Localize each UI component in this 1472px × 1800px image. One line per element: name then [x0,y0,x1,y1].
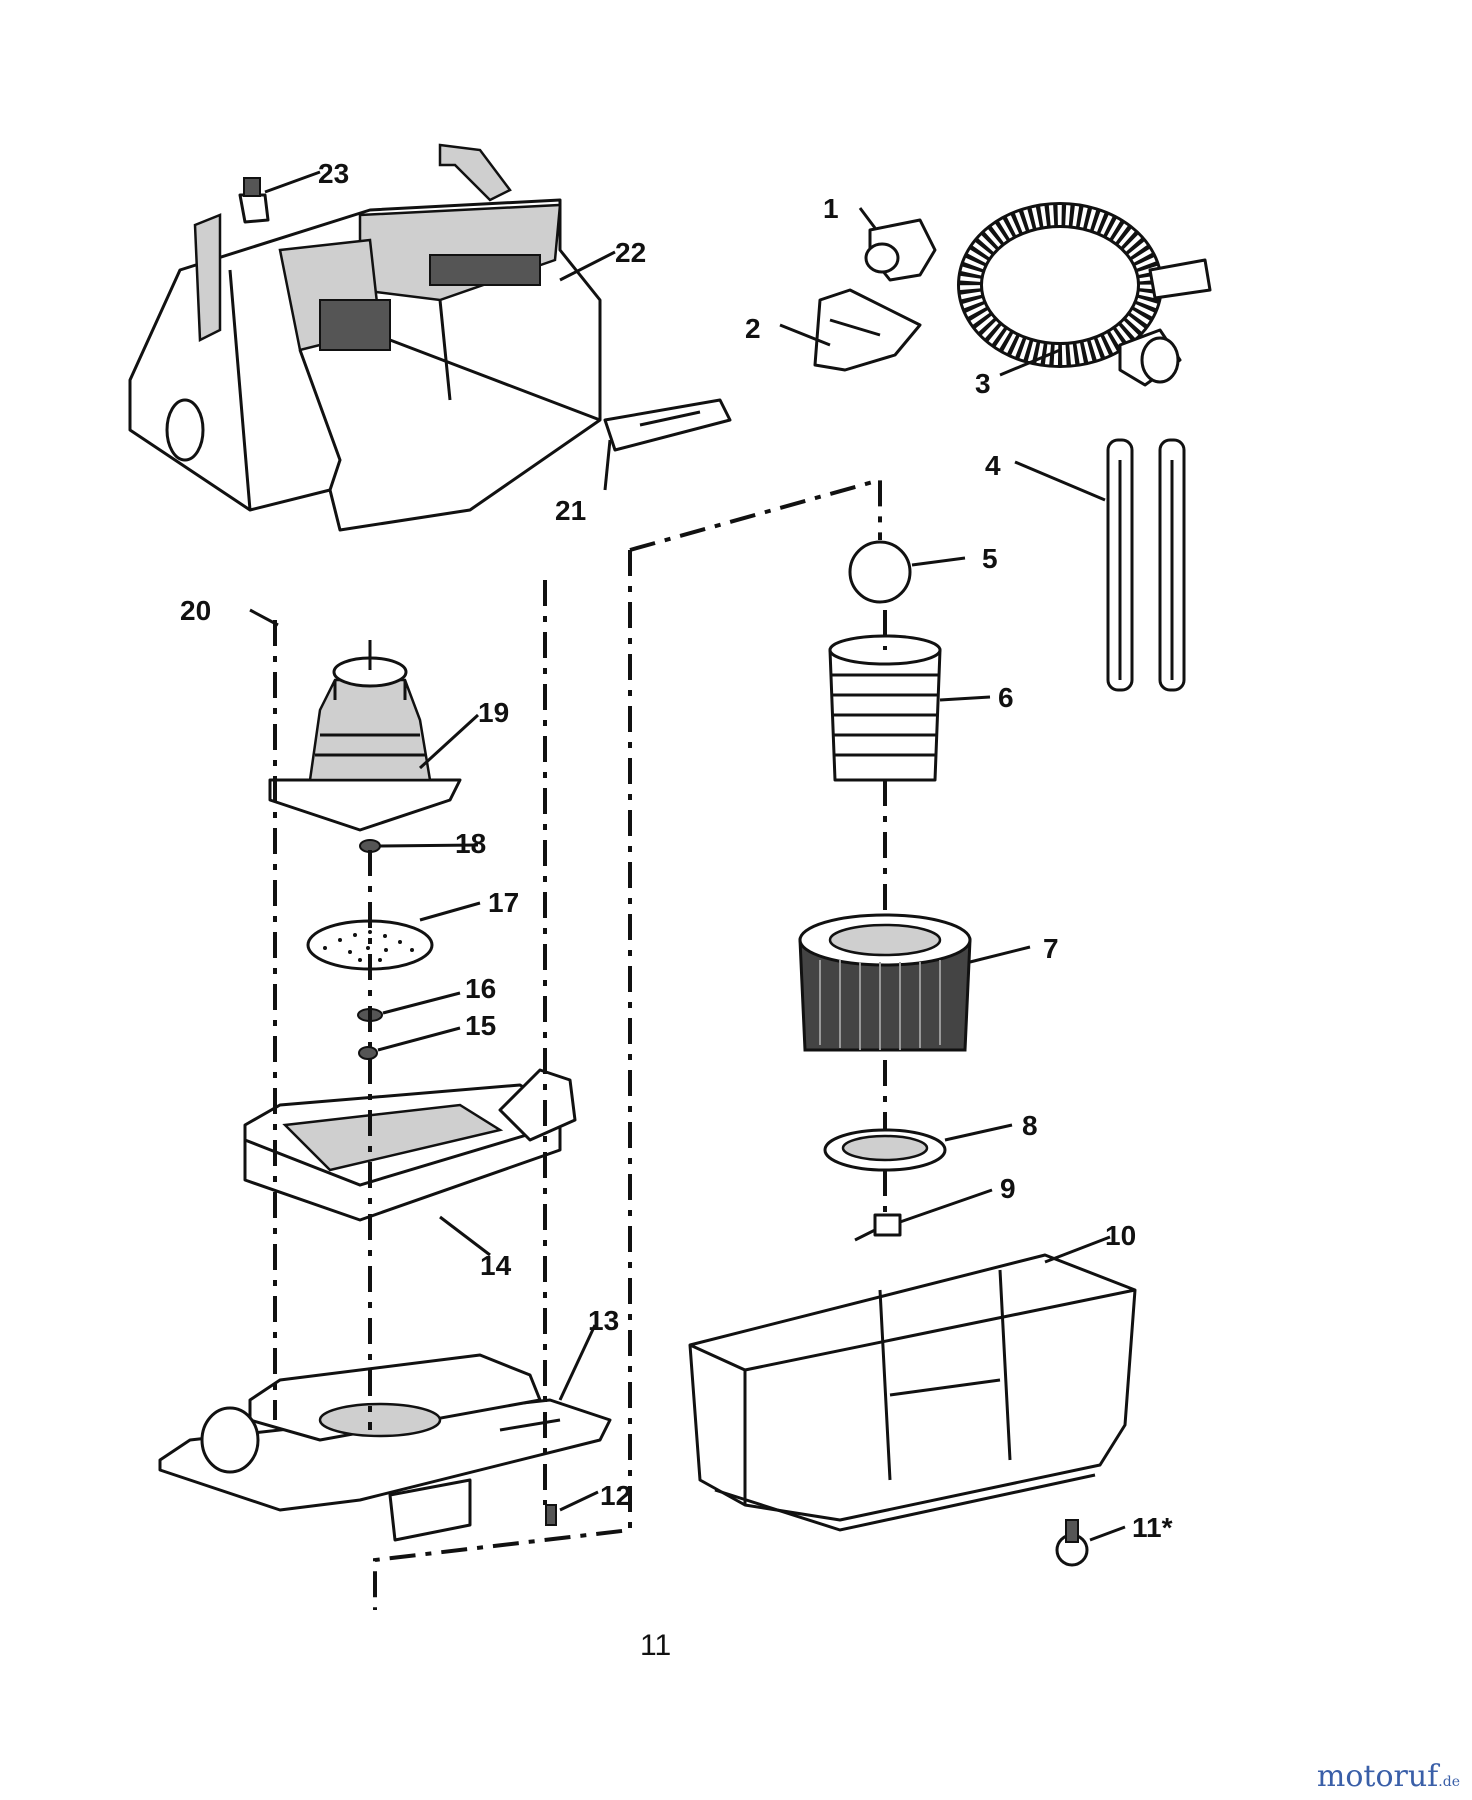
callout-6: 6 [998,682,1014,713]
callout-labels: 23 22 21 1 2 3 4 5 6 7 8 9 10 11* 20 19 … [180,158,1173,1543]
part-19-motor [268,640,462,832]
callout-17: 17 [488,887,519,918]
part-22-motor-cover [128,143,602,532]
callout-4: 4 [985,450,1001,481]
watermark-suffix: .de [1438,1774,1460,1790]
callout-23: 23 [318,158,349,189]
part-10-tank [688,1253,1137,1532]
callout-5: 5 [982,543,998,574]
callout-13: 13 [588,1305,619,1336]
callout-9: 9 [1000,1173,1016,1204]
callout-21: 21 [555,495,586,526]
part-14-tray [243,1068,577,1222]
watermark-text: motoruf [1316,1759,1439,1794]
part-9-nut [854,1213,902,1242]
part-23-knob [238,177,270,224]
callout-7: 7 [1043,933,1059,964]
watermark: motoruf.de [1317,1759,1460,1794]
callout-8: 8 [1022,1110,1038,1141]
callout-22: 22 [615,237,646,268]
part-1-elbow [864,218,937,282]
assembly-lines [273,477,887,1610]
part-11-caster [1055,1519,1089,1567]
callout-3: 3 [975,368,991,399]
callout-19: 19 [478,697,509,728]
part-5-ball-float [848,540,912,604]
callout-14: 14 [480,1250,512,1281]
leader-lines [249,170,1126,1542]
callout-11: 11* [1132,1512,1173,1543]
callout-2: 2 [745,313,761,344]
callout-1: 1 [823,193,839,224]
part-15-washer [358,1046,378,1060]
part-4-wands [1106,438,1186,692]
callout-15: 15 [465,1010,496,1041]
part-2-nozzle [813,288,922,372]
callout-12: 12 [600,1480,631,1511]
part-21-handle [603,398,732,452]
part-8-ring [823,1128,947,1172]
callout-18: 18 [455,828,486,859]
part-13-base [158,1353,612,1542]
part-12-screw [545,1504,557,1526]
figure-number: 11 [640,1629,671,1662]
part-6-filter-cage [828,634,942,782]
callout-20: 20 [180,595,211,626]
part-7-cartridge-filter [798,913,972,1052]
callout-10: 10 [1105,1220,1136,1251]
callout-16: 16 [465,973,496,1004]
part-3-hose [957,202,1212,387]
